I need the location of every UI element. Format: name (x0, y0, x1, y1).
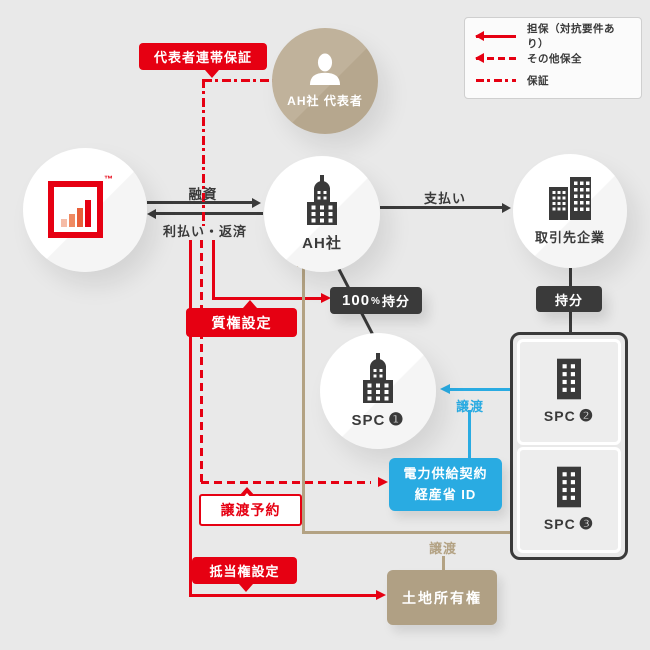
reservation-line-horizontal (201, 481, 371, 484)
mortgage-callout: 抵当権設定 (192, 557, 297, 592)
payment-arrowhead (502, 202, 511, 213)
legend-label: 保証 (527, 74, 549, 87)
repayment-label: 利払い・返済 (162, 224, 247, 239)
equity-text: 持分 (554, 292, 583, 308)
equity-100-number: 100 (342, 292, 371, 309)
legend-label: その他保全 (527, 52, 582, 65)
legend: 担保（対抗要件あり） その他保全 保証 (464, 17, 642, 99)
mortgage-line-vertical (188, 240, 192, 596)
loan-label: 融資 (188, 187, 218, 202)
repayment-arrowhead (147, 208, 156, 219)
mortgage-line-horizontal (188, 594, 378, 597)
blue-transfer-arrow-line (449, 388, 510, 391)
dashed-arrow-icon (475, 53, 516, 63)
payment-label: 支払い (423, 191, 466, 206)
blue-transfer-line-vertical (468, 410, 471, 458)
logo-bar (68, 214, 75, 227)
loan-arrow-line (147, 201, 254, 204)
land-transfer-line-vertical (301, 266, 305, 533)
transfer-label-blue: 譲渡 (455, 399, 484, 414)
transfer-reservation-callout: 譲渡予約 (199, 487, 302, 526)
logo-bar (76, 208, 83, 227)
bar-chart-logo (48, 181, 103, 238)
loan-arrowhead (252, 197, 261, 208)
building-icon (557, 466, 581, 508)
node-client-company: 取引先企業 (513, 154, 627, 268)
transfer-label-tan: 譲渡 (428, 541, 457, 556)
building-icon (557, 358, 581, 400)
guarantee-line-horizontal (203, 79, 275, 82)
client-company-label: 取引先企業 (534, 230, 605, 245)
logo-bar (84, 200, 91, 227)
guarantee-line-vertical (201, 79, 205, 226)
equity-100-badge: 100%持分 (330, 287, 422, 314)
mortgage-arrowhead (376, 590, 386, 600)
land-transfer-line-horizontal (301, 531, 512, 534)
payment-arrow-line (380, 206, 503, 209)
reservation-line-vertical (200, 240, 203, 483)
equity-100-percent: % (371, 296, 381, 307)
legend-item-other: その他保全 (465, 47, 641, 69)
representative-label: AH社 代表者 (287, 94, 363, 108)
reservation-arrowhead (378, 477, 388, 487)
node-lender: ™ (23, 148, 147, 272)
power-contract-box: 電力供給契約 経産省 ID (389, 458, 502, 511)
legend-item-secured: 担保（対抗要件あり） (465, 23, 641, 50)
land-transfer-stub-line (441, 556, 445, 571)
joint-guarantee-callout: 代表者連帯保証 (139, 43, 267, 78)
land-ownership-box: 土地所有権 (387, 570, 497, 625)
tower-building-icon (307, 175, 337, 225)
power-contract-line1: 電力供給契約 (403, 466, 488, 482)
equity-badge: 持分 (536, 286, 602, 312)
legend-item-guarantee: 保証 (465, 69, 641, 91)
pledge-line-horizontal (211, 297, 322, 300)
transfer-reservation-label: 譲渡予約 (220, 502, 281, 518)
node-ah-company: AH社 (264, 156, 380, 272)
person-icon (309, 53, 341, 85)
equity-100-text: 持分 (381, 294, 410, 309)
dashdot-line-icon (476, 78, 516, 82)
blue-transfer-arrowhead (440, 384, 450, 394)
trademark-symbol: ™ (104, 174, 113, 184)
repayment-arrow-line (155, 212, 263, 215)
ah-company-label: AH社 (302, 235, 342, 252)
pledge-callout: 質権設定 (186, 300, 297, 337)
legend-label: 担保（対抗要件あり） (527, 23, 615, 50)
pledge-arrowhead (321, 293, 331, 303)
power-contract-line2: 経産省 ID (414, 486, 477, 502)
node-representative: AH社 代表者 (272, 28, 378, 134)
two-buildings-icon (549, 177, 591, 220)
callout-pointer (241, 492, 252, 499)
logo-bar (60, 219, 67, 227)
pledge-line-vertical (211, 240, 215, 299)
solid-arrow-icon (475, 31, 516, 41)
tower-building-icon (363, 352, 393, 403)
